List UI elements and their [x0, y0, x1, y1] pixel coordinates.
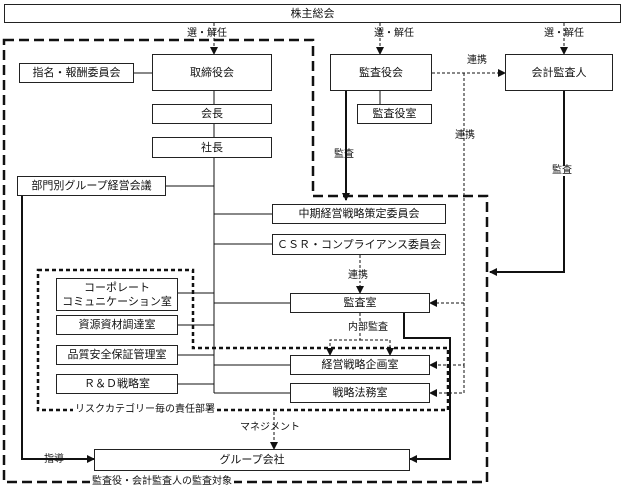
audit-label-auditor: 監査 [552, 165, 572, 176]
audit-label-audit-board: 監査 [334, 149, 354, 160]
auditor-audit-arrow [489, 91, 565, 276]
quality-box: 品質安全保証管理室 [56, 345, 178, 365]
coop-label-top: 連携 [467, 55, 487, 66]
president-box: 社長 [152, 137, 272, 158]
internal-audit-label: 内部監査 [348, 322, 388, 333]
planning-box: 経営戦略企画室 [290, 355, 430, 375]
shareholders-box: 株主総会 [4, 4, 621, 23]
csr-committee-box: ＣＳＲ・コンプライアンス委員会 [272, 234, 446, 255]
audit-scope-boundary [2, 38, 489, 484]
procurement-box: 資源資材調達室 [56, 315, 178, 335]
internal-audit-planning [429, 303, 465, 369]
management-label: マネジメント [240, 422, 300, 433]
coop-arrow-audit-office [429, 73, 465, 307]
group-companies-box: グループ会社 [94, 449, 410, 471]
rnd-box: Ｒ＆Ｄ戦略室 [56, 374, 178, 394]
appoint-label-board: 選・解任 [187, 28, 227, 39]
board-box: 取締役会 [152, 54, 272, 91]
risk-zone-label: リスクカテゴリー毎の責任部署 [73, 404, 217, 415]
corporate-comm-box: コーポレート コミュニケーション室 [56, 278, 178, 311]
internal-audit-arrow-right [360, 339, 394, 356]
chairman-box: 会長 [152, 104, 272, 124]
guidance-arrow [21, 196, 95, 463]
division-group-box: 部門別グループ経営会議 [17, 176, 166, 196]
coop-label-csr: 連携 [348, 270, 368, 281]
appoint-label-audit-board: 選・解任 [374, 28, 414, 39]
coop-label-side: 連携 [455, 130, 475, 141]
accounting-auditor-box: 会計監査人 [505, 54, 613, 91]
audit-group-arrow [403, 313, 451, 463]
audit-board-box: 監査役会 [330, 54, 432, 91]
guidance-label: 指導 [44, 454, 64, 465]
internal-audit-legal [429, 365, 465, 397]
appoint-label-auditor: 選・解任 [544, 28, 584, 39]
internal-audit-arrow-left [326, 313, 361, 356]
midterm-committee-box: 中期経営戦略策定委員会 [272, 204, 446, 224]
audit-office-box: 監査室 [290, 293, 430, 313]
audit-scope-label: 監査役・会計監査人の監査対象 [90, 476, 234, 487]
risk-zone-boundary [36, 268, 450, 412]
audit-board-office-box: 監査役室 [357, 104, 432, 124]
legal-box: 戦略法務室 [290, 383, 430, 403]
nomination-committee-box: 指名・報酬委員会 [19, 63, 134, 83]
